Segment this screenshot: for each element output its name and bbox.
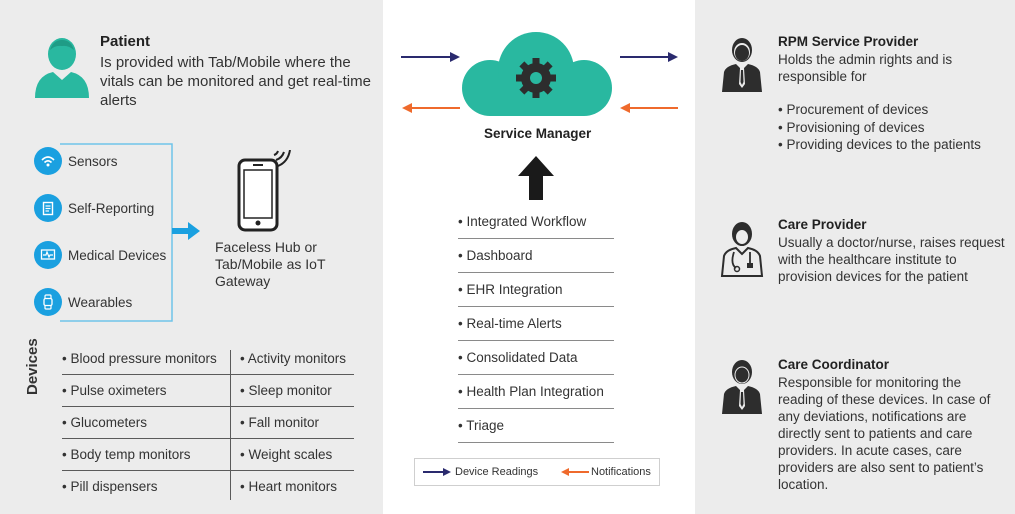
device-item: • Blood pressure monitors bbox=[62, 351, 217, 366]
bullet-item: • Procurement of devices bbox=[778, 102, 929, 117]
device-item: • Pulse oximeters bbox=[62, 383, 167, 398]
arrow-right-icon bbox=[172, 222, 200, 240]
device-row: • Glucometers • Fall monitor bbox=[62, 407, 354, 439]
device-row: • Blood pressure monitors • Activity mon… bbox=[62, 343, 354, 375]
device-item: • Glucometers bbox=[62, 415, 148, 430]
notifications-arrow-icon bbox=[561, 468, 589, 476]
device-row: • Body temp monitors • Weight scales bbox=[62, 439, 354, 471]
input-label: Sensors bbox=[68, 153, 118, 169]
role-title: Care Provider bbox=[778, 217, 867, 232]
feature-item: • Real-time Alerts bbox=[458, 307, 614, 341]
role-title: RPM Service Provider bbox=[778, 34, 919, 49]
input-label: Wearables bbox=[68, 294, 133, 310]
wifi-signal-icon bbox=[34, 147, 62, 175]
table-divider bbox=[62, 438, 354, 439]
role-description: Responsible for monitoring the reading o… bbox=[778, 375, 991, 492]
feature-item: • Consolidated Data bbox=[458, 341, 614, 375]
device-item: • Heart monitors bbox=[240, 479, 338, 494]
device-row: • Pill dispensers • Heart monitors bbox=[62, 471, 354, 503]
legend-device-readings: Device Readings bbox=[455, 466, 539, 478]
legend-notifications: Notifications bbox=[591, 466, 651, 478]
bullet-item: • Provisioning of devices bbox=[778, 119, 925, 135]
input-label: Self-Reporting bbox=[68, 200, 155, 216]
doctor-icon bbox=[720, 222, 764, 277]
input-label: Medical Devices bbox=[68, 247, 167, 263]
patient-icon bbox=[35, 38, 89, 98]
feature-item: • Health Plan Integration bbox=[458, 375, 614, 409]
patient-title: Patient bbox=[100, 33, 151, 50]
role-description: Usually a doctor/nurse, raises request w… bbox=[778, 235, 1005, 284]
patient-description: Is provided with Tab/Mobile where the vi… bbox=[100, 54, 371, 109]
arrow-up-icon bbox=[518, 156, 554, 200]
clipboard-icon bbox=[34, 194, 62, 222]
input-wearables: Wearables bbox=[34, 287, 132, 317]
feature-item: • Dashboard bbox=[458, 239, 614, 273]
legend: Device Readings Notifications bbox=[414, 458, 660, 486]
devices-label: Devices bbox=[24, 338, 41, 395]
feature-item: • Triage bbox=[458, 409, 614, 443]
input-sensors: Sensors bbox=[34, 146, 118, 176]
device-row: • Pulse oximeters • Sleep monitor bbox=[62, 375, 354, 407]
service-manager-diagram bbox=[401, 32, 678, 116]
device-item: • Fall monitor bbox=[240, 415, 320, 430]
device-item: • Activity monitors bbox=[240, 351, 347, 366]
smartphone-icon bbox=[237, 150, 291, 232]
device-item: • Body temp monitors bbox=[62, 447, 191, 462]
table-divider bbox=[62, 406, 354, 407]
device-item: • Pill dispensers bbox=[62, 479, 158, 494]
gear-icon bbox=[516, 58, 556, 98]
bullet-item: • Providing devices to the patients bbox=[778, 137, 981, 152]
table-divider bbox=[62, 374, 354, 375]
table-divider bbox=[62, 470, 354, 471]
input-self-reporting: Self-Reporting bbox=[34, 193, 154, 223]
hub-label: Faceless Hub or Tab/Mobile as IoT Gatewa… bbox=[215, 239, 326, 289]
role-title: Care Coordinator bbox=[778, 357, 890, 372]
device-readings-arrow-icon bbox=[423, 468, 451, 476]
table-column-divider bbox=[230, 350, 231, 500]
ecg-monitor-icon bbox=[34, 241, 62, 269]
device-item: • Sleep monitor bbox=[240, 383, 332, 398]
service-manager-label: Service Manager bbox=[484, 126, 592, 141]
device-item: • Weight scales bbox=[240, 447, 333, 462]
smartwatch-icon bbox=[34, 288, 62, 316]
coordinator-icon bbox=[722, 360, 762, 414]
feature-item: • Integrated Workflow bbox=[458, 205, 614, 239]
feature-item: • EHR Integration bbox=[458, 273, 614, 307]
businessman-icon bbox=[722, 38, 762, 92]
role-bullets: • Procurement of devices • Provisioning … bbox=[778, 101, 981, 154]
role-description: Holds the admin rights and is responsibl… bbox=[778, 52, 953, 84]
input-medical-devices: Medical Devices bbox=[34, 240, 166, 270]
